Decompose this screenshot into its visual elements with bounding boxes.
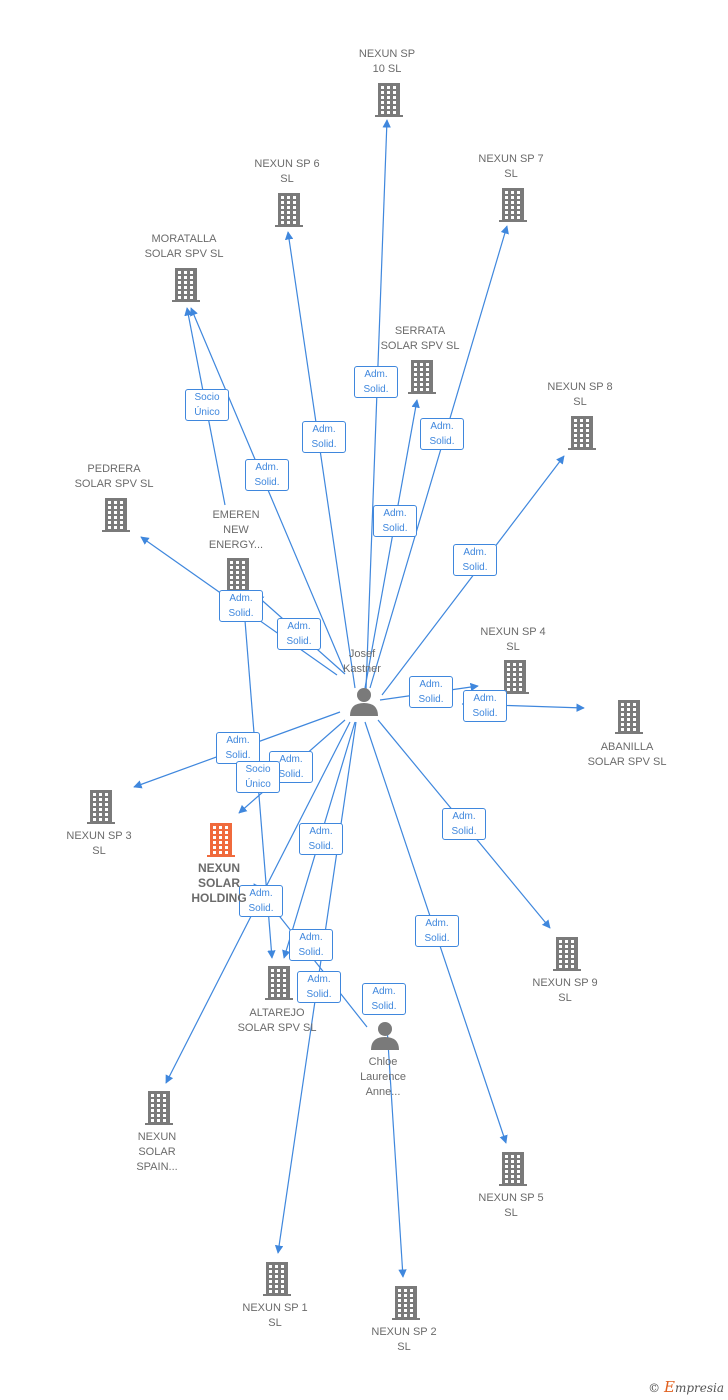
- edge-label-josef-altarejo[interactable]: Adm. Solid.: [299, 823, 343, 855]
- node-label-sp8[interactable]: NEXUN SP 8 SL: [547, 381, 613, 408]
- node-label-moratalla[interactable]: MORATALLA SOLAR SPV SL: [144, 233, 224, 260]
- building-icon-pedrera[interactable]: [102, 498, 130, 532]
- node-label-josef[interactable]: Josef Kastner: [343, 648, 381, 675]
- brand-name: mpresia: [674, 1381, 724, 1395]
- node-label-sp2[interactable]: NEXUN SP 2 SL: [371, 1326, 437, 1353]
- building-icon-altarejo[interactable]: [265, 966, 293, 1000]
- copyright-symbol: ©: [648, 1381, 661, 1395]
- building-icon-sp5[interactable]: [499, 1152, 527, 1186]
- edge-label-josef-emeren[interactable]: Adm. Solid.: [277, 618, 321, 650]
- edge-label-josef-sp4[interactable]: Adm. Solid.: [409, 676, 453, 708]
- building-icon-moratalla[interactable]: [172, 268, 200, 302]
- node-label-chloe[interactable]: Chloe Laurence Anne...: [360, 1056, 406, 1098]
- node-label-sp1[interactable]: NEXUN SP 1 SL: [242, 1302, 308, 1329]
- person-icon-chloe[interactable]: [371, 1022, 399, 1050]
- edge-josef-serrata: [364, 399, 420, 689]
- edge-josef-sp10: [365, 119, 391, 691]
- edge-label-josef-sp5[interactable]: Adm. Solid.: [415, 915, 459, 947]
- building-icon-spain[interactable]: [145, 1091, 173, 1125]
- node-label-sp4[interactable]: NEXUN SP 4 SL: [480, 626, 546, 653]
- edge-label-josef-sp8[interactable]: Adm. Solid.: [453, 544, 497, 576]
- edge-label-emeren-altarejo[interactable]: Socio Único: [236, 761, 280, 793]
- empresia-brand[interactable]: © Empresia: [648, 1378, 724, 1396]
- edge-label-emeren-moratalla[interactable]: Socio Único: [185, 389, 229, 421]
- node-label-serrata[interactable]: SERRATA SOLAR SPV SL: [380, 325, 460, 352]
- person-icon-josef[interactable]: [350, 688, 378, 716]
- node-label-pedrera[interactable]: PEDRERA SOLAR SPV SL: [74, 463, 154, 490]
- edge-label-josef-sp1[interactable]: Adm. Solid.: [297, 971, 341, 1003]
- edge-label-chloe-sp2[interactable]: Adm. Solid.: [362, 983, 406, 1015]
- edge-label-josef-sp9[interactable]: Adm. Solid.: [442, 808, 486, 840]
- building-icon-abanilla[interactable]: [615, 700, 643, 734]
- edge-josef-sp6: [284, 231, 356, 689]
- edge-label-josef-serrata[interactable]: Adm. Solid.: [373, 505, 417, 537]
- node-label-abanilla[interactable]: ABANILLA SOLAR SPV SL: [587, 741, 667, 768]
- node-label-spain[interactable]: NEXUN SOLAR SPAIN...: [136, 1131, 178, 1173]
- edge-label-josef-sp7[interactable]: Adm. Solid.: [420, 418, 464, 450]
- node-label-holding[interactable]: NEXUN SOLAR HOLDING: [191, 861, 247, 905]
- node-label-sp6[interactable]: NEXUN SP 6 SL: [254, 158, 320, 185]
- edge-josef-sp7: [369, 225, 509, 689]
- edge-label-josef-abanilla[interactable]: Adm. Solid.: [463, 690, 507, 722]
- building-icon-sp7[interactable]: [499, 188, 527, 222]
- node-label-sp3[interactable]: NEXUN SP 3 SL: [66, 830, 132, 857]
- node-label-sp5[interactable]: NEXUN SP 5 SL: [478, 1192, 544, 1219]
- building-icon-emeren[interactable]: [224, 558, 252, 592]
- brand-initial: E: [663, 1378, 675, 1396]
- edge-label-josef-spain[interactable]: Adm. Solid.: [239, 885, 283, 917]
- edge-label-josef-moratalla[interactable]: Adm. Solid.: [245, 459, 289, 491]
- edge-label-josef-sp6[interactable]: Adm. Solid.: [302, 421, 346, 453]
- edge-label-josef-pedrera[interactable]: Adm. Solid.: [219, 590, 263, 622]
- node-label-emeren[interactable]: EMEREN NEW ENERGY...: [208, 509, 264, 551]
- building-icon-sp1[interactable]: [263, 1262, 291, 1296]
- edge-label-josef-sp10[interactable]: Adm. Solid.: [354, 366, 398, 398]
- edge-label-josef-sp3[interactable]: Adm. Solid.: [216, 732, 260, 764]
- building-icon-sp9[interactable]: [553, 937, 581, 971]
- node-label-altarejo[interactable]: ALTAREJO SOLAR SPV SL: [237, 1007, 317, 1034]
- building-icon-sp10[interactable]: [375, 83, 403, 117]
- node-label-sp7[interactable]: NEXUN SP 7 SL: [478, 153, 544, 180]
- building-icon-sp6[interactable]: [275, 193, 303, 227]
- node-label-sp9[interactable]: NEXUN SP 9 SL: [532, 977, 598, 1004]
- building-icon-sp8[interactable]: [568, 416, 596, 450]
- edge-label-chloe-holding[interactable]: Adm. Solid.: [289, 929, 333, 961]
- node-label-sp10[interactable]: NEXUN SP 10 SL: [358, 48, 416, 75]
- building-icon-sp4[interactable]: [501, 660, 529, 694]
- icons-layer: [87, 83, 643, 1320]
- building-icon-serrata[interactable]: [408, 360, 436, 394]
- building-icon-sp2[interactable]: [392, 1286, 420, 1320]
- building-icon-holding[interactable]: [207, 823, 235, 857]
- edge-chloe-sp2: [386, 1026, 407, 1278]
- building-icon-sp3[interactable]: [87, 790, 115, 824]
